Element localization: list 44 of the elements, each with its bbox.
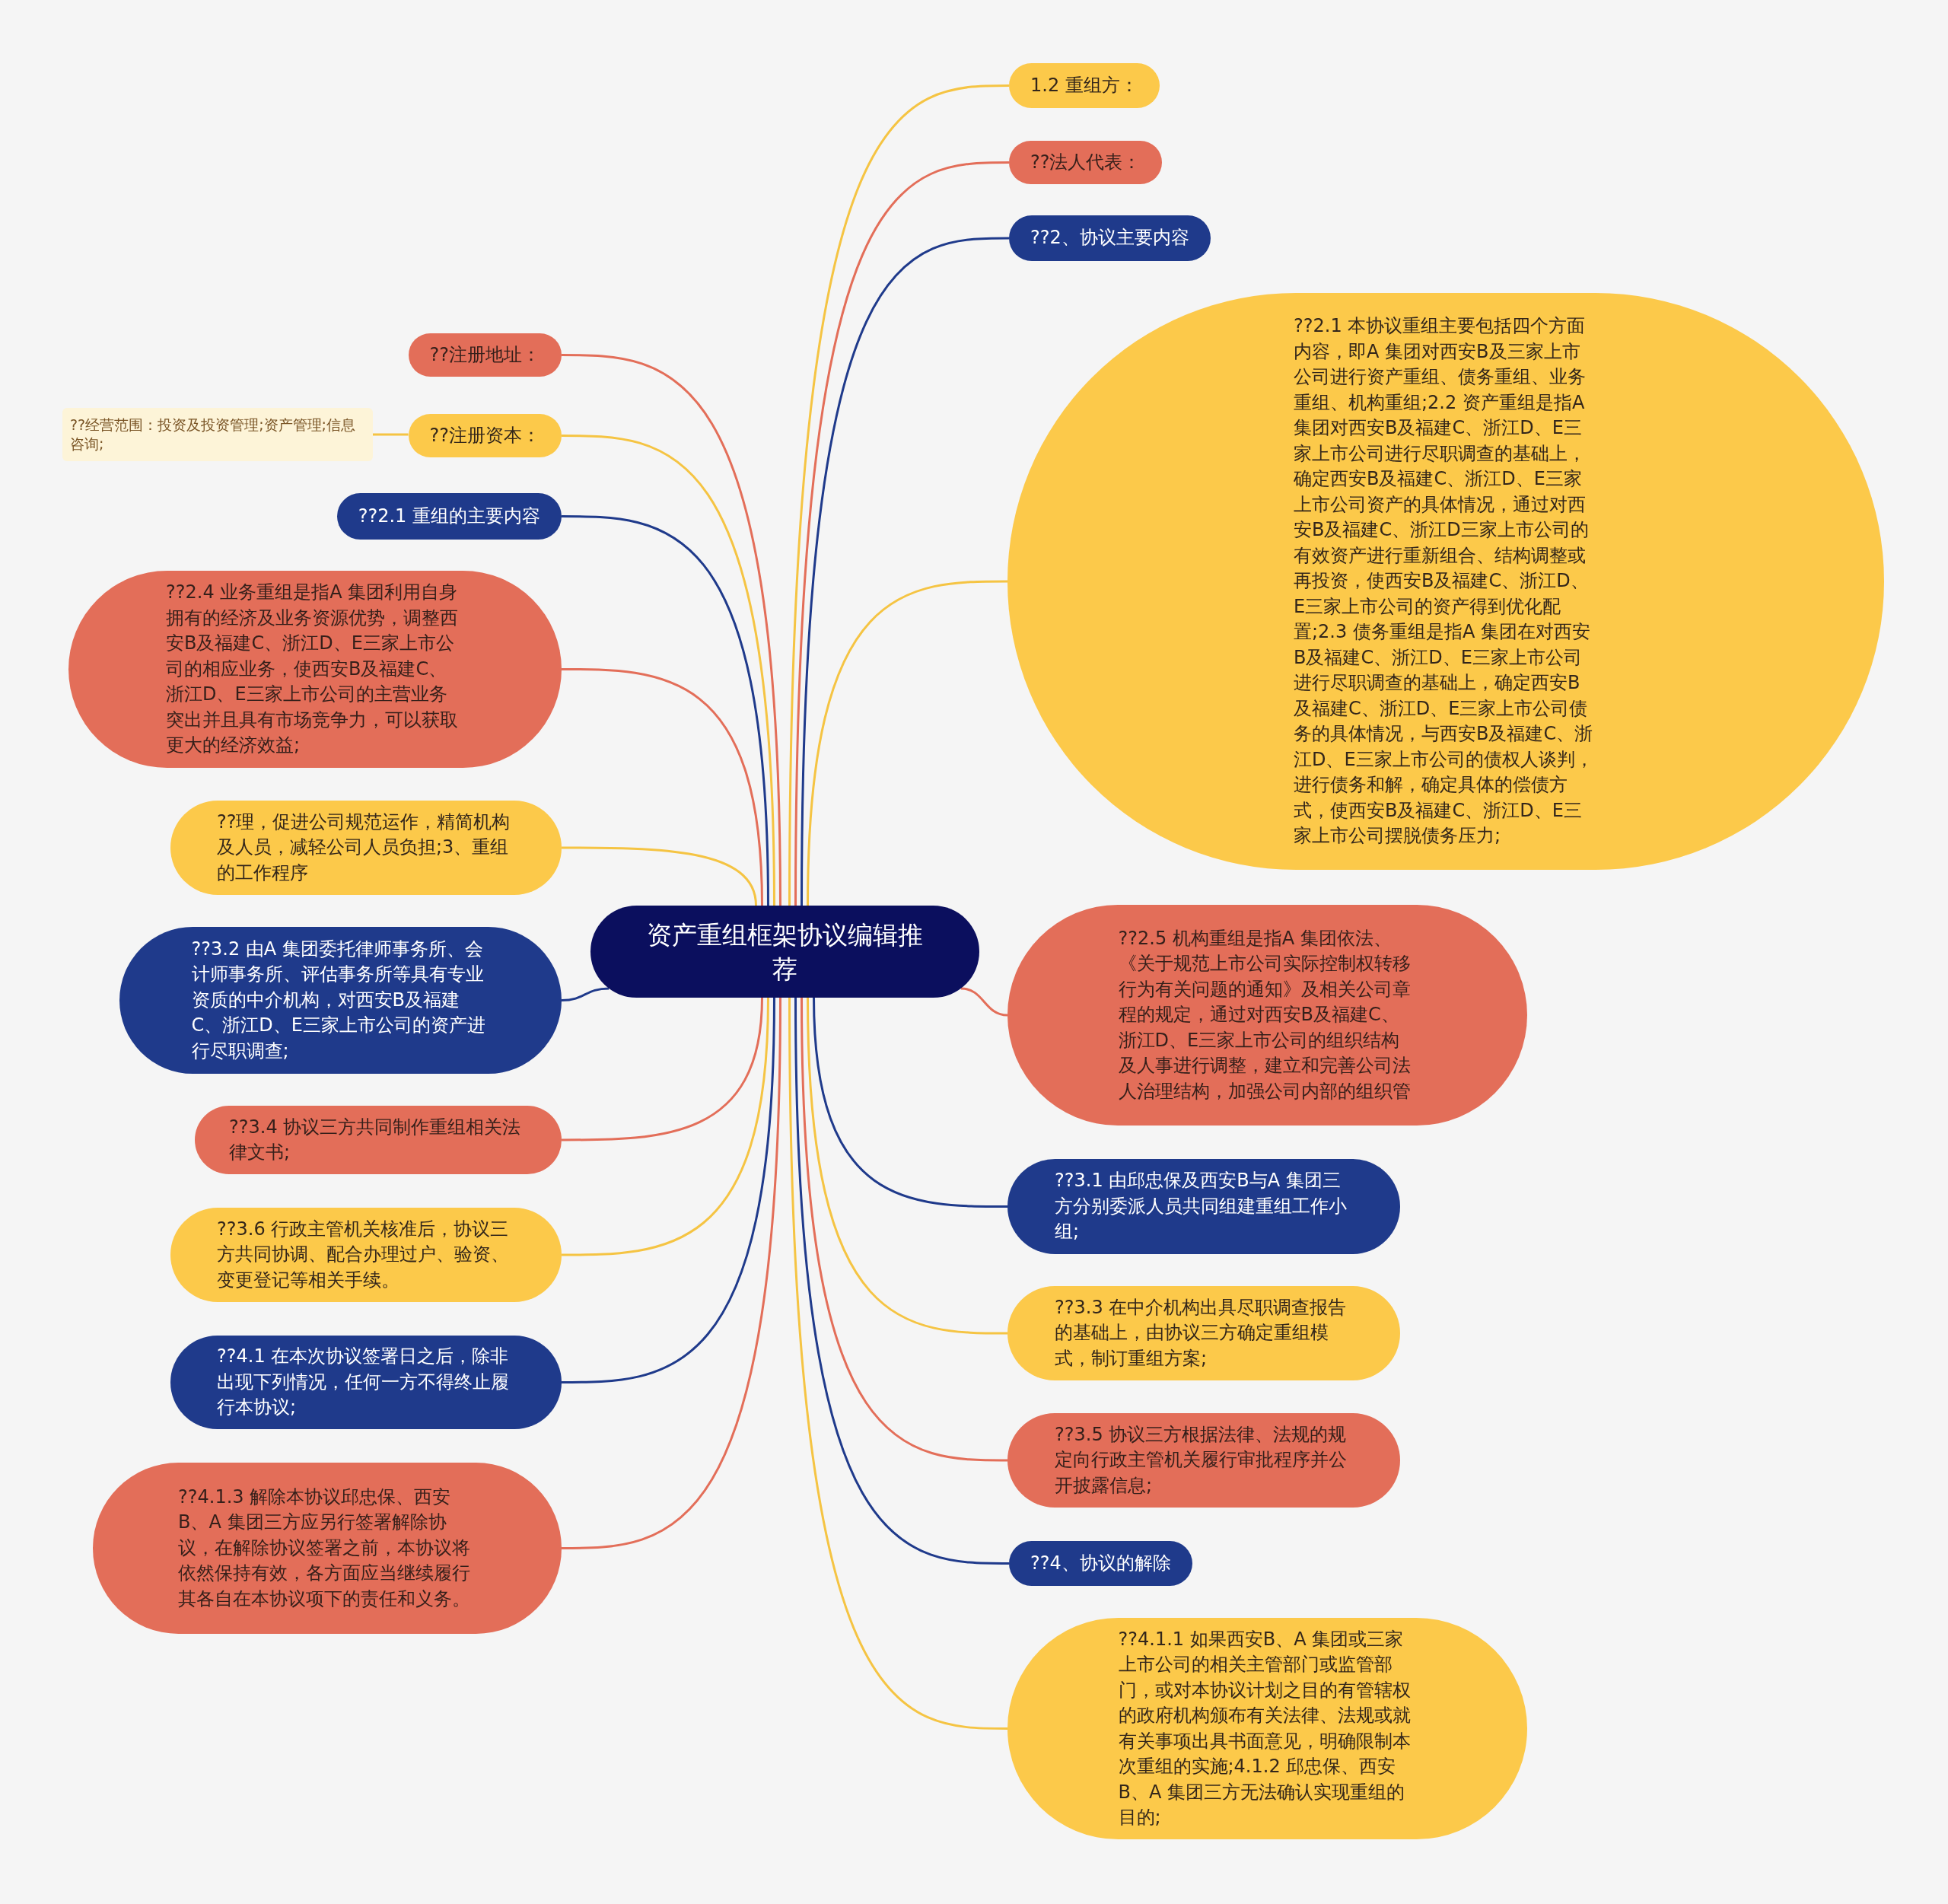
connector-line xyxy=(561,987,610,1001)
topic-text: 1.2 重组方： xyxy=(1030,73,1138,97)
topic-text: ??2.1 本协议重组主要包括四个方面内容，即A 集团对西安B及三家上市公司进行资产重组、债务重组、业务重组、机构重组;2.2 资产重组是指A 集团对西安B及福建C、浙江D、E三家上市公司进行尽职调查的基础上，确定西安B及福建C、浙江D、E三家上市公司资产的具体情况，通过对西安B及福建C、浙江D三家上市公司的有效资产进行重新组合、结构调整或再投资，使西安B及福建C、浙江D、E三家上市公司的资产得到优化配置;2.3 债务重组是指A 集团在对西安B及福建C、浙江D、E三家上市公司进行尽职调查的基础上，确定西安B及福建C、浙江D、E三家上市公司债务的具体情况，与西安B及福建C、浙江D、E三家上市公司的债权人谈判，进行债务和解，确定具体的偿债方式，使西安B及福建C、浙江D、E三家上市公司摆脱债务压力; xyxy=(1294,314,1594,849)
topic-pill xyxy=(408,333,562,377)
topic-text: ??3.3 在中介机构出具尽职调查报告的基础上，由协议三方确定重组模式，制订重组方案; xyxy=(1055,1295,1348,1371)
topic-pill xyxy=(408,414,562,457)
topic-text: ??4、协议的解除 xyxy=(1030,1551,1171,1575)
topic-text: ??3.1 由邱忠保及西安B与A 集团三方分别委派人员共同组建重组工作小组; xyxy=(1055,1169,1348,1244)
connector-line xyxy=(562,997,781,1549)
topic-text: ??2.4 业务重组是指A 集团利用自身拥有的经济及业务资源优势，调整西安B及福建C、浙江D、E三家上市公司的相应业务，使西安B及福建C、浙江D、E三家上市公司的主营业务突出并且具有市场竞争力，可以获取更大的经济效益; xyxy=(166,581,459,758)
topic-text: ??法人代表： xyxy=(1030,150,1141,174)
note-card xyxy=(62,408,373,461)
topic-text: ??3.5 协议三方根据法律、法规的规定向行政主管机关履行审批程序并公开披露信息; xyxy=(1055,1422,1348,1498)
central-topic-text: 资产重组框架协议编辑推荐 xyxy=(646,919,924,985)
topic-text: ??注册地址： xyxy=(429,342,540,367)
topic-text: ??2、协议主要内容 xyxy=(1030,226,1189,250)
note-text: ??经营范围：投资及投资管理;资产管理;信息咨询; xyxy=(70,416,356,454)
topic-pill xyxy=(1009,215,1211,261)
topic-text: ??3.6 行政主管机关核准后，协议三方共同协调、配合办理过户、验资、变更登记等相关手续。 xyxy=(217,1217,510,1292)
topic-text: ??3.4 协议三方共同制作重组相关法律文书; xyxy=(229,1115,522,1164)
connector-line xyxy=(813,997,1007,1208)
connector-line xyxy=(801,997,1007,1462)
topic-text: ??2.5 机构重组是指A 集团依法、《关于规范上市公司实际控制权转移行为有关问题的通知》及相关公司章程的规定，通过对西安B及福建C、浙江D、E三家上市公司的组织结构及人事进行调整，建立和完善公司法人治理结构，加强公司内部的组织管 xyxy=(1118,926,1412,1103)
connector-line xyxy=(960,987,1008,1017)
topic-text: ??4.1.3 解除本协议邱忠保、西安B、A 集团三方应另行签署解除协议，在解除协议签署之前，本协议将依然保持有效，各方面应当继续履行其各自在本协议项下的责任和义务。 xyxy=(178,1485,471,1611)
connector-line xyxy=(373,433,409,436)
connector-line xyxy=(562,668,763,906)
topic-text: ??4.1 在本次协议签署日之后，除非出现下列情况，任何一方不得终止履行本协议; xyxy=(217,1345,510,1420)
connector-line xyxy=(562,997,763,1141)
connector-line xyxy=(562,997,769,1256)
connector-line xyxy=(562,354,781,906)
connector-line xyxy=(562,435,775,906)
connector-line xyxy=(562,997,775,1383)
connector-line xyxy=(807,580,1007,906)
topic-text: ??4.1.1 如果西安B、A 集团或三家上市公司的相关主管部门或监管部门，或对本协议计划之目的有管辖权的政府机构颁布有关法律、法规或就有关事项出具书面意见，明确限制本次重组的实施;4.1.2 邱忠保、西安B、A 集团三方无法确认实现重组的目的; xyxy=(1118,1627,1412,1829)
connector-line xyxy=(562,846,757,906)
topic-text: ??2.1 重组的主要内容 xyxy=(358,504,540,528)
topic-text: ??理，促进公司规范运作，精简机构及人员，减轻公司人员负担;3、重组的工作程序 xyxy=(217,810,511,885)
connector-line xyxy=(562,515,769,906)
connector-line xyxy=(807,997,1007,1335)
connector-line xyxy=(794,997,1009,1565)
connector-line xyxy=(788,998,1008,1730)
topic-text: ??注册资本： xyxy=(429,423,540,447)
topic-text: ??3.2 由A 集团委托律师事务所、会计师事务所、评估事务所等具有专业资质的中介机构，对西安B及福建C、浙江D、E三家上市公司的资产进行尽职调查; xyxy=(191,937,486,1063)
